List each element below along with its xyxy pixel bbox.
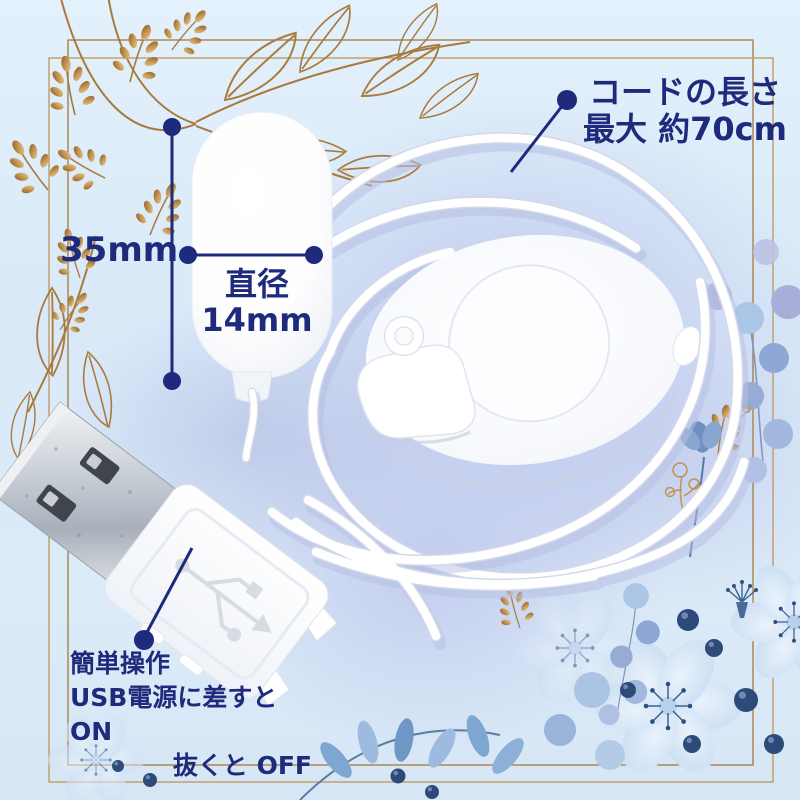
cord-length-annotation: コードの長さ 最大 約70cm (576, 74, 794, 148)
reel-ring-hole (383, 315, 425, 357)
dimension-endpoint-dot-icon (179, 246, 197, 264)
length-dimension-line (163, 118, 181, 390)
usb-plug (0, 401, 338, 708)
reel-clip-tab (357, 344, 476, 439)
bullet-body (191, 111, 333, 467)
diameter-annotation: 直径 14mm (190, 266, 324, 338)
operation-line2: USB電源に差すと ON (70, 683, 278, 746)
dimension-endpoint-dot-icon (163, 118, 181, 136)
body-length-value: 35mm (60, 230, 179, 270)
callout-dot-icon (134, 630, 154, 650)
operation-annotation: 簡単操作 USB電源に差すと ON 抜くと OFF (70, 647, 312, 783)
stamen-flower (726, 580, 758, 618)
usb-plastic-body (104, 484, 338, 708)
cord-length-callout (509, 90, 577, 173)
cord-reel (357, 234, 702, 488)
bullet-cord (241, 387, 262, 467)
callout-dot-icon (557, 90, 577, 110)
usb-cable-front (266, 276, 755, 650)
usb-metal-shell (0, 401, 181, 585)
diameter-line1: 直径 (224, 265, 289, 303)
diameter-dimension-line (179, 246, 323, 264)
cord-length-line2: 最大 約70cm (583, 110, 787, 148)
usb-trident-icon (175, 558, 272, 642)
operation-line1: 簡単操作 (70, 649, 171, 678)
diameter-line2: 14mm (201, 301, 313, 339)
dimension-endpoint-dot-icon (305, 246, 323, 264)
dimension-endpoint-dot-icon (163, 372, 181, 390)
usb-cable-back (300, 132, 749, 592)
body-length-annotation: 35mm (60, 230, 179, 270)
operation-callout (134, 547, 194, 650)
cord-length-line1: コードの長さ (588, 73, 781, 111)
operation-line3: 抜くと OFF (172, 751, 312, 780)
blue-floral-decoration (47, 239, 800, 800)
